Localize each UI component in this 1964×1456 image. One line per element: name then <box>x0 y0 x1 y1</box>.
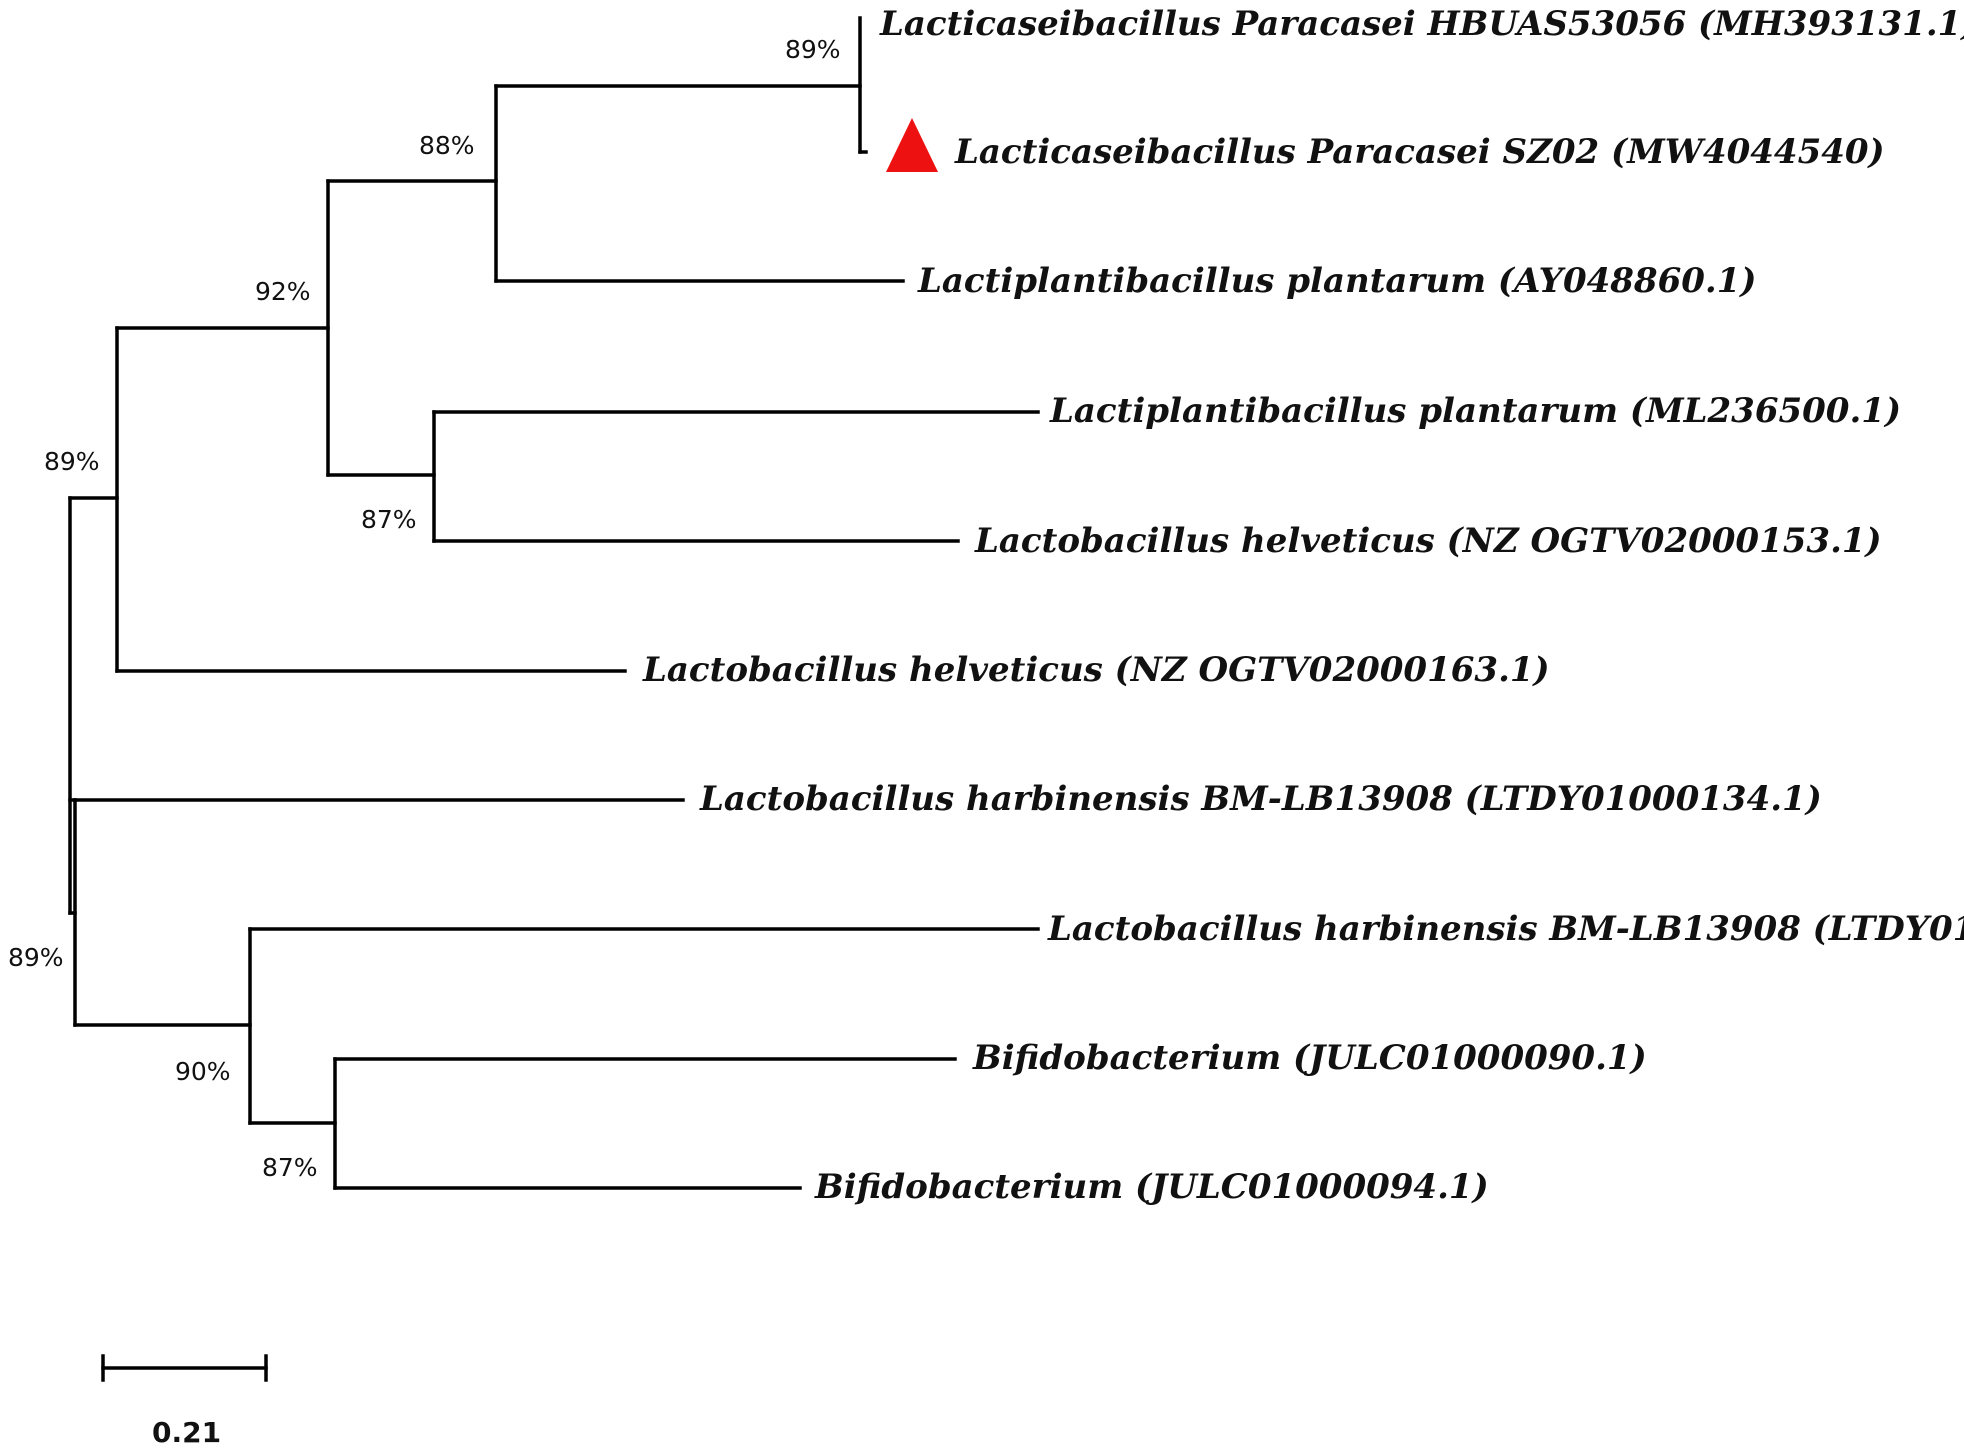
support-value: 87% <box>262 1153 318 1182</box>
leaf-label: Lactiplantibacillus plantarum (ML236500.… <box>1049 391 1901 431</box>
support-values: 89% 88% 92% 87% 89% 90% 87% 89% <box>8 35 841 1182</box>
red-triangle-marker <box>886 118 938 172</box>
support-value: 88% <box>419 131 475 160</box>
support-value: 89% <box>8 943 64 972</box>
support-value: 92% <box>255 277 311 306</box>
leaf-label: Lacticaseibacillus Paracasei SZ02 (MW404… <box>954 132 1885 172</box>
support-value: 89% <box>785 35 841 64</box>
leaf-label: Lactobacillus harbinensis BM-LB13908 (LT… <box>1047 909 1964 949</box>
leaf-label: Lactiplantibacillus plantarum (AY048860.… <box>917 261 1756 301</box>
leaf-label: Lactobacillus helveticus (NZ OGTV0200016… <box>642 650 1550 690</box>
leaf-label: Bifidobacterium (JULC01000094.1) <box>814 1167 1489 1207</box>
leaf-labels: Lacticaseibacillus Paracasei HBUAS53056 … <box>642 4 1964 1207</box>
support-value: 87% <box>361 505 417 534</box>
support-value: 90% <box>175 1057 231 1086</box>
leaf-label: Lacticaseibacillus Paracasei HBUAS53056 … <box>879 4 1964 44</box>
leaf-label: Lactobacillus harbinensis BM-LB13908 (LT… <box>699 779 1822 819</box>
scale-bar: 0.21 <box>101 1354 268 1449</box>
support-value: 89% <box>44 447 100 476</box>
leaf-label: Lactobacillus helveticus (NZ OGTV0200015… <box>974 521 1882 561</box>
scale-bar-label: 0.21 <box>152 1416 221 1449</box>
tree-branches <box>68 16 1040 1190</box>
leaf-label: Bifidobacterium (JULC01000090.1) <box>972 1038 1647 1078</box>
